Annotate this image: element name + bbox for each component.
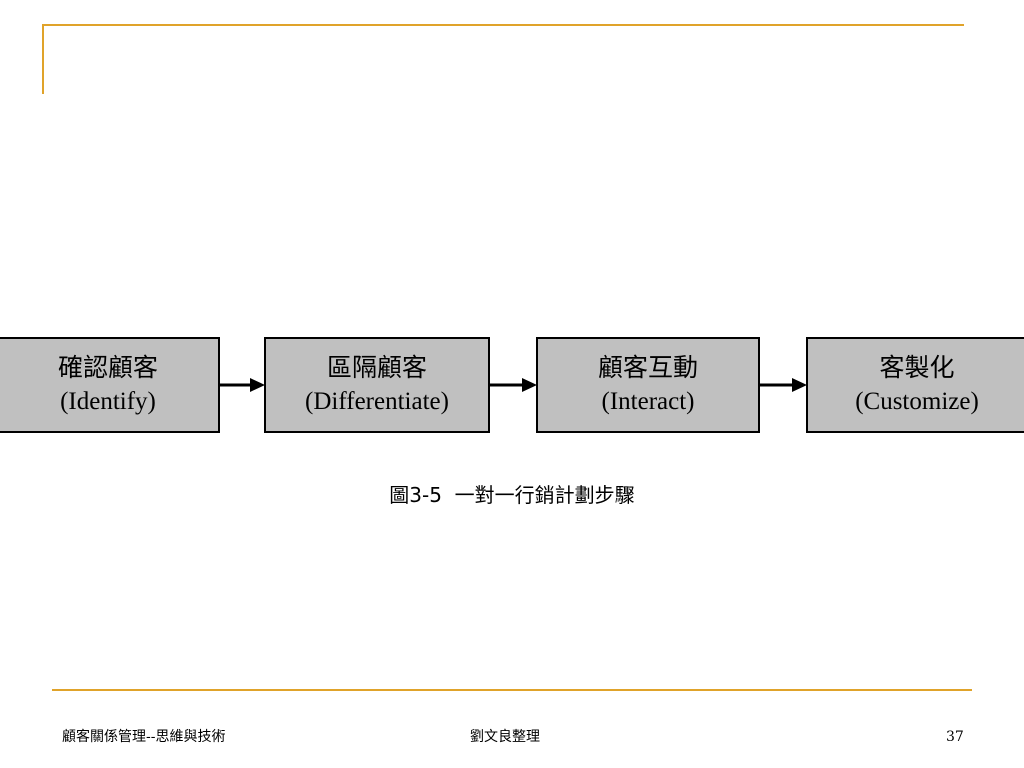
footer-author: 劉文良整理 [470,729,540,745]
footer-page-number: 37 [946,729,964,745]
step-label-zh: 顧客互動 [597,353,698,382]
decor-footer-rule [52,689,972,691]
step-label-zh: 客製化 [879,353,955,382]
step-label-en: (Customize) [855,388,979,415]
step-box-customize: 客製化 (Customize) [806,337,1024,433]
step-box-identify: 確認顧客 (Identify) [0,337,220,433]
step-box-differentiate: 區隔顧客 (Differentiate) [264,337,490,433]
step-label-en: (Identify) [60,388,156,415]
decor-left-rule [42,24,44,94]
figure-caption: 圖3-5 一對一行銷計劃步驟 [389,483,635,507]
step-label-en: (Differentiate) [305,388,449,415]
arrow-right-icon [490,378,537,392]
decor-top-rule [42,24,964,26]
step-label-zh: 確認顧客 [57,353,158,382]
step-box-interact: 顧客互動 (Interact) [536,337,760,433]
footer-book-title: 顧客關係管理--思維與技術 [62,729,226,745]
step-label-en: (Interact) [601,388,695,415]
arrow-right-icon [218,378,265,392]
step-label-zh: 區隔顧客 [326,353,427,382]
arrow-right-icon [760,378,807,392]
